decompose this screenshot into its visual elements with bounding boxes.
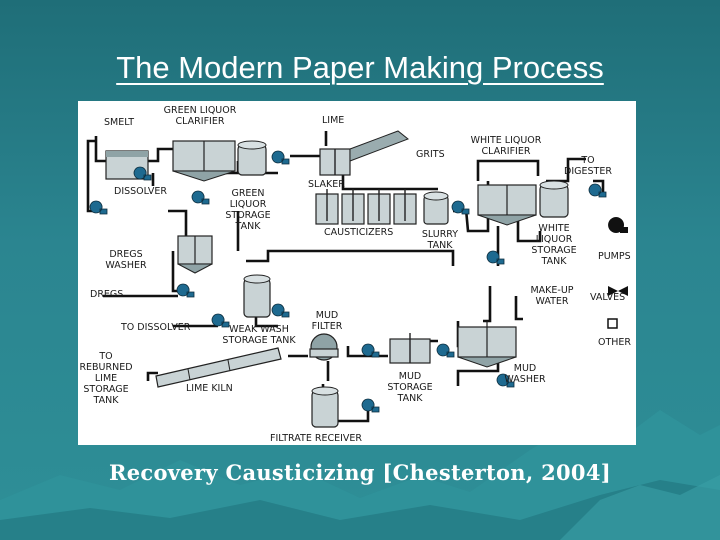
svg-text:TO DISSOLVER: TO DISSOLVER	[120, 322, 191, 333]
green-liquor-clarifier	[172, 140, 236, 182]
lime-kiln	[155, 347, 282, 388]
svg-text:LIQUOR: LIQUOR	[536, 234, 573, 245]
svg-text:GREEN LIQUOR: GREEN LIQUOR	[164, 105, 237, 116]
figure-caption: Recovery Causticizing [Chesterton, 2004]	[109, 460, 611, 485]
svg-text:TANK: TANK	[397, 393, 424, 404]
svg-text:MAKE-UP: MAKE-UP	[530, 285, 573, 296]
svg-text:DREGS: DREGS	[109, 249, 142, 260]
svg-text:CLARIFIER: CLARIFIER	[176, 116, 225, 127]
svg-text:OTHER: OTHER	[598, 337, 631, 348]
filtrate-receiver	[311, 386, 339, 428]
slurry-tank	[423, 191, 449, 225]
svg-text:FILTER: FILTER	[312, 321, 343, 332]
pump-icons	[89, 150, 607, 413]
svg-text:CAUSTICIZERS: CAUSTICIZERS	[324, 227, 393, 238]
svg-text:FILTRATE RECEIVER: FILTRATE RECEIVER	[270, 433, 362, 444]
svg-text:LIME KILN: LIME KILN	[186, 383, 233, 394]
process-diagram: SMELT GREEN LIQUOR CLARIFIER LIME WHITE …	[78, 101, 636, 445]
pipe-network	[86, 131, 605, 423]
svg-text:STORAGE: STORAGE	[225, 210, 270, 221]
mud-storage-tank	[389, 333, 431, 364]
svg-text:MUD: MUD	[399, 371, 421, 382]
svg-text:WATER: WATER	[535, 296, 568, 307]
causticizers	[315, 189, 417, 225]
svg-text:TANK: TANK	[427, 240, 454, 251]
diagram-labels: SMELT GREEN LIQUOR CLARIFIER LIME WHITE …	[79, 105, 631, 444]
svg-text:CLARIFIER: CLARIFIER	[482, 146, 531, 157]
background-mountains	[0, 410, 720, 540]
svg-text:GRITS: GRITS	[416, 149, 445, 160]
svg-text:STORAGE: STORAGE	[83, 384, 128, 395]
svg-text:WHITE LIQUOR: WHITE LIQUOR	[471, 135, 542, 146]
weak-wash-storage-tank	[243, 274, 271, 318]
svg-text:STORAGE: STORAGE	[387, 382, 432, 393]
svg-text:DREGS: DREGS	[90, 289, 123, 300]
svg-text:WASHER: WASHER	[504, 374, 546, 385]
white-liquor-clarifier	[477, 184, 537, 226]
svg-text:STORAGE: STORAGE	[531, 245, 576, 256]
green-liquor-storage-tank	[237, 140, 267, 176]
svg-text:TANK: TANK	[541, 256, 568, 267]
mud-washer	[457, 321, 517, 368]
svg-text:TO: TO	[580, 155, 594, 166]
recovery-causticizing-flowsheet: SMELT GREEN LIQUOR CLARIFIER LIME WHITE …	[79, 105, 631, 444]
valves-legend-icon	[608, 286, 618, 296]
slide-title: The Modern Paper Making Process	[116, 50, 604, 85]
svg-text:DISSOLVER: DISSOLVER	[114, 186, 167, 197]
svg-text:REBURNED: REBURNED	[79, 362, 132, 373]
other-legend-icon	[607, 318, 618, 329]
svg-text:GREEN: GREEN	[231, 188, 264, 199]
dregs-washer	[177, 235, 213, 274]
white-liquor-storage-tank	[539, 180, 569, 218]
svg-text:DIGESTER: DIGESTER	[564, 166, 612, 177]
svg-text:TO: TO	[98, 351, 112, 362]
svg-text:SLURRY: SLURRY	[422, 229, 458, 240]
mud-filter	[309, 333, 339, 361]
svg-text:STORAGE TANK: STORAGE TANK	[222, 335, 296, 346]
svg-text:WASHER: WASHER	[105, 260, 147, 271]
svg-text:LIME: LIME	[322, 115, 344, 126]
svg-text:VALVES: VALVES	[590, 292, 625, 303]
svg-text:MUD: MUD	[316, 310, 338, 321]
svg-text:MUD: MUD	[514, 363, 536, 374]
svg-text:LIQUOR: LIQUOR	[230, 199, 267, 210]
svg-text:TANK: TANK	[235, 221, 262, 232]
label-smelt: SMELT	[104, 117, 134, 128]
svg-text:TANK: TANK	[93, 395, 120, 406]
svg-text:WEAK WASH: WEAK WASH	[229, 324, 289, 335]
svg-text:LIME: LIME	[95, 373, 117, 384]
legend	[607, 217, 628, 329]
slaker	[319, 130, 409, 176]
pumps-legend-icon	[608, 217, 628, 233]
svg-text:SLAKER: SLAKER	[308, 179, 345, 190]
svg-text:WHITE: WHITE	[538, 223, 569, 234]
svg-text:PUMPS: PUMPS	[598, 251, 631, 262]
